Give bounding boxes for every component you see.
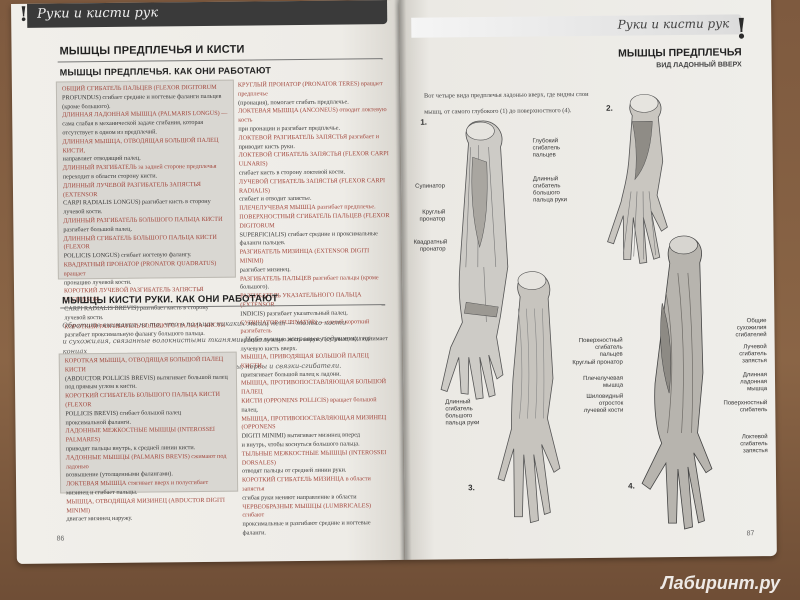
box1-right-line: ЛОКТЕВОЙ РАЗГИБАТЕЛЬ ЗАПЯСТЬЯ разгибает … [238, 132, 380, 142]
box2-right-line: ТЫЛЬНЫЕ МЕЖКОСТНЫЕ МЫШЦЫ (INTEROSSEI DOR… [241, 448, 387, 467]
box1-left-line: ДЛИННЫЙ ЛУЧЕВОЙ РАЗГИБАТЕЛЬ ЗАПЯСТЬЯ (EX… [62, 180, 201, 199]
left-running-header: Руки и кисти рук [27, 0, 388, 28]
figure-2-middle-forearm [607, 94, 668, 264]
box2-left-line: ЛАДОННЫЕ МЫШЦЫ (PALMARIS BREVIS) сжимают… [65, 452, 227, 471]
right-page-number: 87 [746, 530, 755, 538]
figure-1-number: 1. [420, 117, 428, 127]
section1-subtitle: МЫШЦЫ ПРЕДПЛЕЧЬЯ. КАК ОНИ РАБОТАЮТ [59, 65, 272, 78]
box2-left-line: КОРОТКАЯ МЫШЦА, ОТВОДЯЩАЯ БОЛЬШОЙ ПАЛЕЦ … [64, 355, 224, 374]
intro-left-line: Обратите внимание на то, что в пальцах н… [62, 318, 347, 330]
figure-4-surface-forearm [641, 235, 713, 530]
fig2-label-fpl: Длинный сгибатель большого пальца руки [532, 176, 568, 204]
fig3-label-fds: Поверхностный сгибатель пальцев [578, 337, 623, 358]
fig4-label-fcu: Локтевой сгибатель запястья [740, 434, 768, 455]
box2-left-line: двигает мизинец наружу. [66, 515, 133, 523]
box1-left-line: ДЛИННЫЙ СГИБАТЕЛЬ БОЛЬШОГО ПАЛЬЦА КИСТИ … [63, 233, 217, 251]
left-exclamation-icon: ! [19, 1, 29, 26]
watermark: Лабиринт.ру [661, 573, 780, 593]
right-header-text: Руки и кисти рук [617, 16, 730, 32]
fig1-label-supinator: Супинатор [415, 183, 446, 190]
fig4-label-palmaris: Длинная ладонная мышца [740, 372, 768, 393]
box1-right-line: КРУГЛЫЙ ПРОНАТОР (PRONATOR TERES) вращае… [237, 80, 383, 98]
figure-1-deep-forearm [440, 120, 509, 400]
forearm-muscles-box: ОБЩИЙ СГИБАТЕЛЬ ПАЛЬЦЕВ (FLEXOR DIGITORU… [55, 79, 236, 339]
box1-right-line: РАЗГИБАТЕЛЬ МИЗИНЦА (EXTENSOR DIGITI MIN… [239, 247, 370, 265]
box2-right-line: фаланги. [242, 529, 266, 537]
box2-right-line: МЫШЦА, ПРОТИВОПОСТАВЛЯЮЩАЯ МИЗИНЕЦ (OPPO… [241, 413, 387, 431]
box2-right-line: КИСТИ (OPPONENS POLLICIS) вращает большо… [241, 396, 377, 405]
fig2-label-fdp: Глубокий сгибатель пальцев [532, 138, 561, 159]
box2-right-line: МЫШЦА, ПРОТИВОПОСТАВЛЯЮЩАЯ БОЛЬШОЙ ПАЛЕЦ [240, 378, 387, 396]
open-book: Руки и кисти рук ! МЫШЦЫ ПРЕДПЛЕЧЬЯ И КИ… [11, 0, 777, 574]
box1-left-line: PROFUNDUS) сгибает средние и ногтевые фа… [61, 92, 222, 102]
box1-right-line: ЛОКТЕВАЯ МЫШЦА (ANCONEUS) отводит локтев… [238, 106, 387, 124]
figure-3-number: 3. [468, 483, 475, 493]
box1-left-line: ДЛИННЫЙ РАЗГИБАТЕЛЬ БОЛЬШОГО ПАЛЬЦА КИСТ… [63, 215, 223, 225]
section2-title: МЫШЦЫ КИСТИ РУКИ. КАК ОНИ РАБОТАЮТ [62, 293, 279, 307]
section1-title: МЫШЦЫ ПРЕДПЛЕЧЬЯ И КИСТИ [59, 43, 245, 58]
right-running-header: Руки и кисти рук [411, 14, 742, 38]
fig3-label-pronator: Круглый пронатор [572, 359, 623, 367]
box2-left-line: КОРОТКИЙ СГИБАТЕЛЬ БОЛЬШОГО ПАЛЬЦА КИСТИ… [65, 391, 221, 409]
fig3-label-fpl: Длинный сгибатель большого пальца руки [445, 399, 480, 427]
box2-left-line: ЛАДОННЫЕ МЕЖКОСТНЫЕ МЫШЦЫ (INTEROSSEI PA… [65, 426, 216, 444]
fig3-label-styloid: Шиловидный отросток лучевой кости [583, 393, 624, 415]
right-exclamation-icon: ! [735, 12, 748, 46]
box2-left-line: МЫШЦА, ОТВОДЯЩАЯ МИЗИНЕЦ (ABDUCTOR DIGIT… [66, 496, 225, 514]
box1-right-line: ЛУЧЕВОЙ СГИБАТЕЛЬ ЗАПЯСТЬЯ (FLEXOR CARPI… [238, 176, 386, 195]
box2-right-line: МЫШЦА, ПРИВОДЯЩАЯ БОЛЬШОЙ ПАЛЕЦ КИСТИ, [240, 352, 369, 370]
box2-right-line: КОРОТКИЙ СГИБАТЕЛЬ МИЗИНЦА в области зап… [241, 475, 371, 493]
box1-right-line: ПОВЕРХНОСТНЫЙ СГИБАТЕЛЬ ПАЛЬЦЕВ (FLEXOR … [239, 211, 390, 230]
fig3-label-brachioradialis: Плечелучевая мышца [583, 375, 624, 389]
left-page: Руки и кисти рук ! МЫШЦЫ ПРЕДПЛЕЧЬЯ И КИ… [11, 0, 405, 564]
figure-3-superficial-forearm [497, 271, 561, 524]
hand-muscles-list-right: МЫШЦА, ПРИВОДЯЩАЯ БОЛЬШОЙ ПАЛЕЦ КИСТИ,пр… [241, 352, 395, 538]
box1-right-line: ЛОКТЕВОЙ СГИБАТЕЛЬ ЗАПЯСТЬЯ (FLEXOR CARP… [238, 150, 389, 168]
box1-left-line: ДЛИННАЯ МЫШЦА, ОТВОДЯЩАЯ БОЛЬШОЙ ПАЛЕЦ К… [62, 136, 219, 155]
box2-right-line: ЧЕРВЕОБРАЗНЫЕ МЫШЦЫ (LUMBRICALES) сгибаю… [242, 501, 372, 519]
title-rule [57, 58, 383, 63]
left-header-text: Руки и кисти рук [37, 5, 159, 22]
right-page-title: МЫШЦЫ ПРЕДПЛЕЧЬЯ [618, 46, 742, 60]
hand-muscles-list-left: КОРОТКАЯ МЫШЦА, ОТВОДЯЩАЯ БОЛЬШОЙ ПАЛЕЦ … [65, 356, 235, 525]
fig4-label-common-tendons: Общие сухожилия сгибателей [735, 318, 767, 339]
fig4-label-fcr: Лучевой сгибатель запястья [739, 344, 767, 365]
box1-left-line: КВАДРАТНЫЙ ПРОНАТОР (PRONATOR QUADRATUS)… [63, 259, 217, 278]
fig1-label-pronator-quadratus: Квадратный пронатор [413, 239, 448, 253]
fig4-label-fds: Поверхностный сгибатель [723, 400, 768, 414]
fig1-label-pronator-teres: Круглый пронатор [419, 209, 446, 223]
left-page-number: 86 [56, 535, 65, 543]
hand-muscles-box: КОРОТКАЯ МЫШЦА, ОТВОДЯЩАЯ БОЛЬШОЙ ПАЛЕЦ … [58, 351, 239, 523]
